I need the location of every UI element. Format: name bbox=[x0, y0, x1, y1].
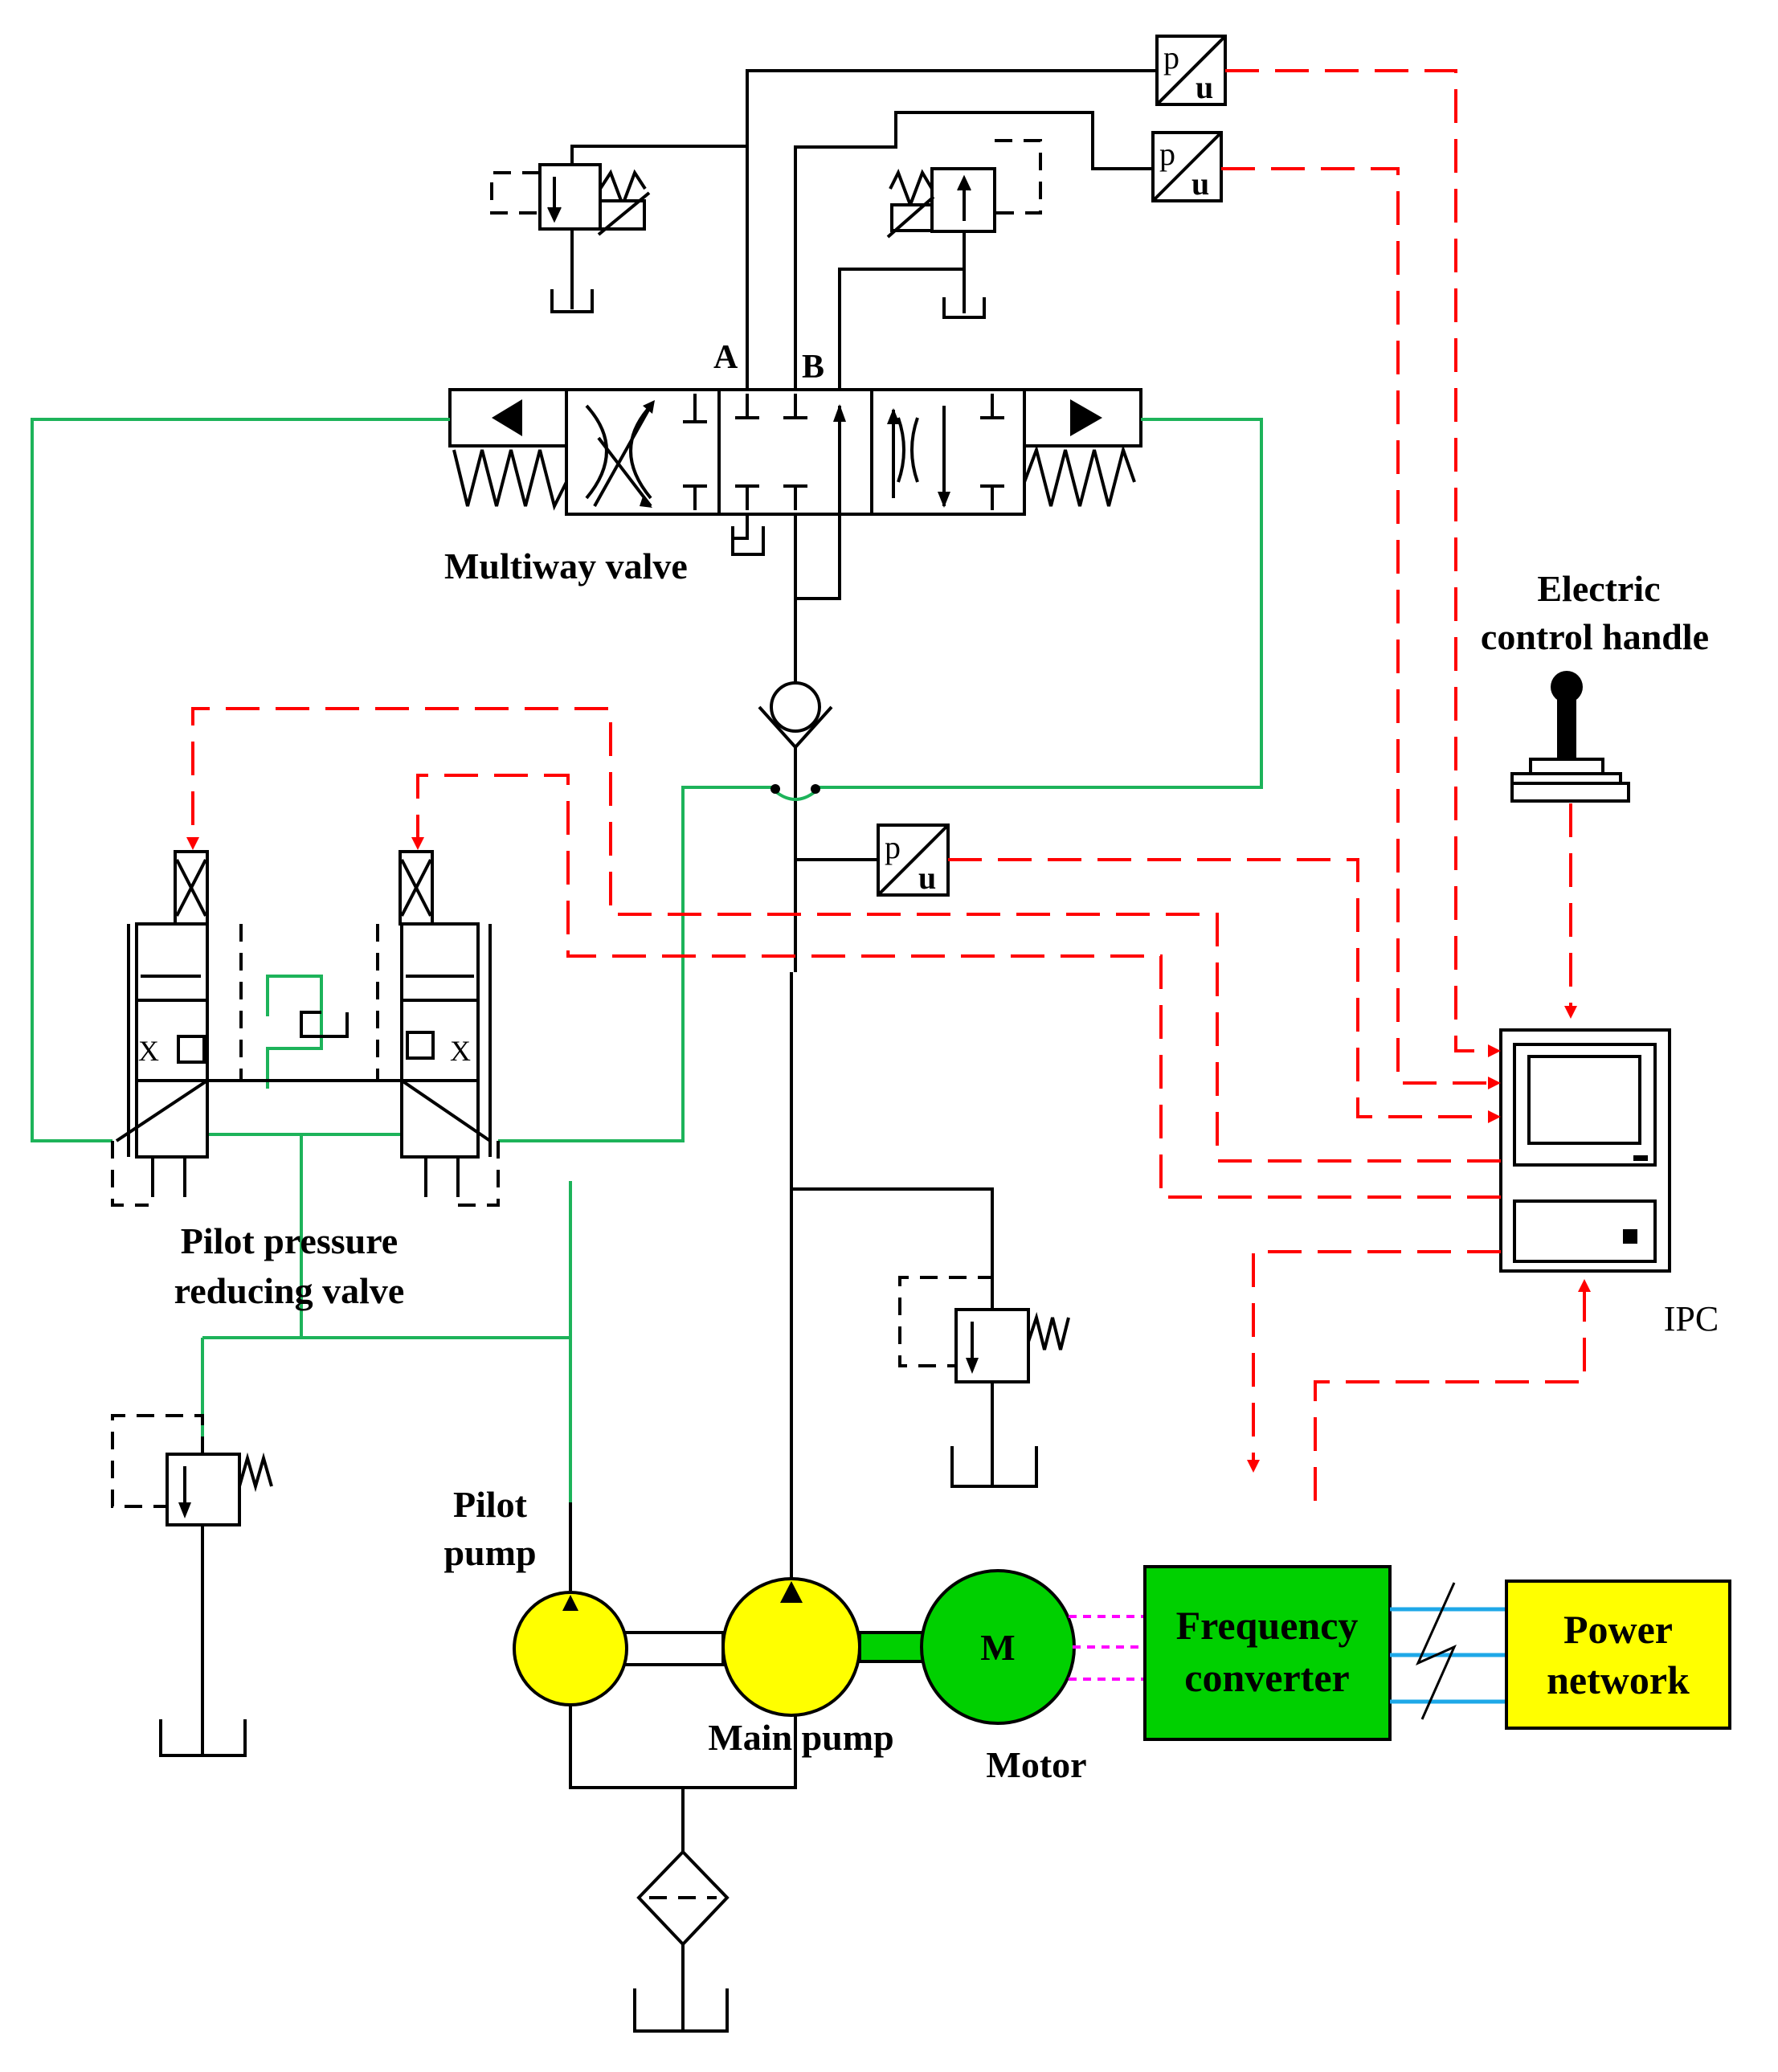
frequency-converter: Frequency converter bbox=[1143, 1565, 1392, 1741]
port-b-label: B bbox=[802, 349, 824, 386]
power-network: Power network bbox=[1505, 1580, 1731, 1730]
multiway-valve-label: Multiway valve bbox=[444, 546, 688, 586]
motor-label: Motor bbox=[986, 1744, 1086, 1785]
svg-text:M: M bbox=[980, 1627, 1015, 1668]
svg-text:X: X bbox=[138, 1035, 159, 1067]
pressure-sensor-b: p u bbox=[1151, 131, 1223, 202]
pilot-reducing-valve-right: X bbox=[376, 850, 500, 1207]
ipc-computer bbox=[1499, 1028, 1671, 1273]
pressure-sensor-top: p u bbox=[1155, 35, 1227, 106]
svg-text:p: p bbox=[1159, 136, 1175, 172]
port-a-label: A bbox=[713, 339, 738, 376]
relief-valve-main bbox=[898, 1276, 1070, 1488]
motor-converter-link bbox=[1069, 1615, 1145, 1681]
svg-text:u: u bbox=[1196, 69, 1213, 105]
pilot-lines bbox=[31, 418, 1263, 1502]
svg-text:Power: Power bbox=[1563, 1607, 1673, 1652]
check-valve bbox=[758, 681, 833, 972]
power-lines bbox=[1390, 1582, 1506, 1720]
svg-text:network: network bbox=[1547, 1657, 1690, 1702]
relief-valve-top-right bbox=[886, 139, 1042, 319]
signal-lines bbox=[186, 69, 1591, 1501]
pressure-sensor-main: p u bbox=[877, 823, 950, 897]
pump-group: M bbox=[513, 1502, 1076, 2033]
handle-label-line2: control handle bbox=[1481, 616, 1709, 657]
svg-text:Frequency: Frequency bbox=[1176, 1603, 1359, 1648]
svg-text:X: X bbox=[450, 1035, 471, 1067]
black-lines-top bbox=[570, 69, 1157, 394]
svg-text:converter: converter bbox=[1184, 1655, 1349, 1700]
pilot-valve-label-line2: reducing valve bbox=[174, 1270, 405, 1311]
svg-text:p: p bbox=[885, 829, 901, 865]
pilot-valve-label-line1: Pilot pressure bbox=[181, 1220, 398, 1261]
ipc-label: IPC bbox=[1664, 1299, 1719, 1338]
multiway-valve bbox=[448, 388, 1142, 707]
pilot-relief-valve bbox=[111, 1414, 273, 1757]
pilot-reducing-valve-left: X bbox=[111, 850, 414, 1207]
main-pump-label: Main pump bbox=[708, 1717, 893, 1758]
svg-text:u: u bbox=[918, 860, 936, 896]
handle-label-line1: Electric bbox=[1537, 568, 1660, 609]
svg-text:u: u bbox=[1191, 166, 1209, 202]
main-pressure-line bbox=[790, 858, 994, 1595]
pilot-pump-label-line1: Pilot bbox=[453, 1484, 528, 1525]
electric-control-handle bbox=[1510, 671, 1630, 803]
relief-valve-top-left bbox=[490, 163, 651, 313]
pilot-pump-label-line2: pump bbox=[443, 1532, 536, 1573]
svg-text:p: p bbox=[1163, 39, 1179, 76]
